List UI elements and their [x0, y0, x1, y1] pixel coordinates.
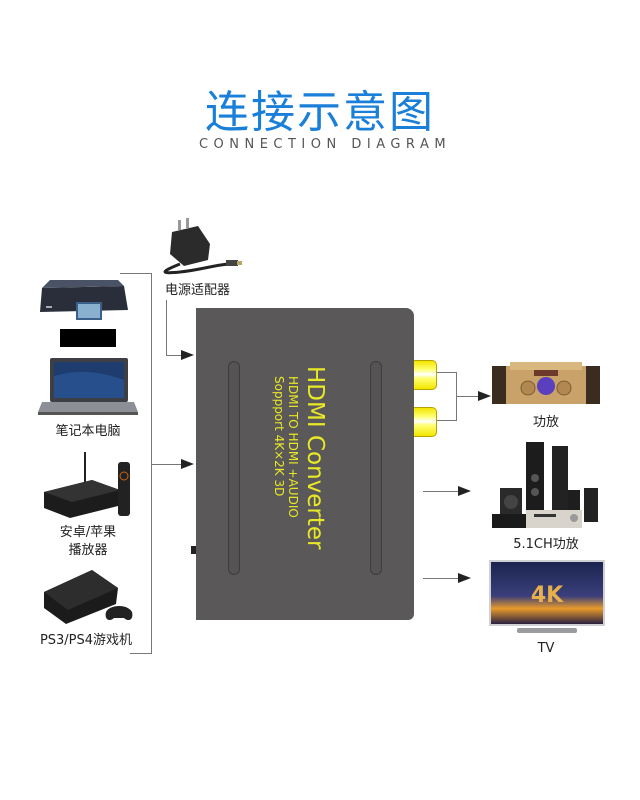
console-label: PS3/PS4游戏机 [39, 633, 133, 648]
amplifier-icon [490, 360, 602, 410]
converter-line1: HDMI TO HDMI +AUDIO [286, 376, 300, 518]
vent-slot-right [370, 361, 382, 575]
box-side-notch [191, 546, 196, 554]
power-arrow-icon [181, 350, 194, 360]
input-arrow-icon [181, 459, 194, 469]
home-theater-icon [490, 440, 602, 532]
android-tv-box-icon [42, 450, 140, 522]
blu-ray-player-icon [38, 276, 130, 326]
converter-line2: Soppport 4K×2K 3D [272, 376, 286, 497]
surround-arrow-icon [458, 486, 471, 496]
redacted-label-bar [60, 329, 116, 347]
amplifier-arrow-icon [478, 391, 491, 401]
vent-slot-left [228, 361, 240, 575]
power-adapter-label: 电源适配器 [164, 283, 230, 298]
laptop-icon [36, 356, 140, 416]
page-title: 连接示意图 [205, 87, 435, 138]
page-subtitle: CONNECTION DIAGRAM [198, 137, 452, 152]
tv-arrow-icon [458, 573, 471, 583]
rca-jack-top [414, 360, 437, 390]
tv-icon: 4K [487, 558, 607, 636]
power-connector-line [166, 300, 167, 355]
power-adapter-icon [150, 214, 245, 278]
input-bracket-line [120, 273, 152, 274]
rca-jack-bottom [414, 407, 437, 437]
game-console-icon [42, 568, 136, 628]
tv-4k-text: 4K [531, 583, 564, 608]
laptop-label: 笔记本电脑 [55, 424, 121, 439]
hdmi-converter-box: HDMI Converter HDMI TO HDMI +AUDIO Soppp… [196, 308, 414, 620]
amplifier-label: 功放 [532, 415, 559, 430]
tv-box-label-line1: 安卓/苹果 [59, 525, 117, 540]
converter-title: HDMI Converter [302, 366, 328, 550]
tv-box-label-line2: 播放器 [68, 543, 108, 558]
tv-label: TV [537, 641, 555, 656]
surround-label: 5.1CH功放 [513, 537, 579, 552]
